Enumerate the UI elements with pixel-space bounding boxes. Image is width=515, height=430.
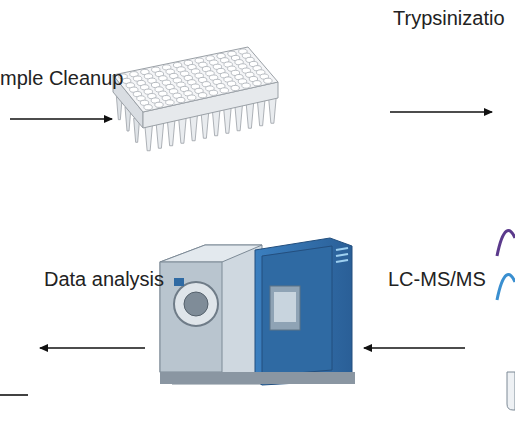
ms-light bbox=[336, 254, 348, 256]
step-label: mple Cleanup bbox=[0, 66, 123, 90]
mass-spectrometer bbox=[160, 238, 355, 385]
ms-cabinet bbox=[255, 238, 352, 385]
plate-well bbox=[177, 97, 185, 102]
flow-arrow bbox=[10, 118, 112, 120]
plate-well bbox=[220, 88, 228, 93]
plate-well bbox=[264, 78, 272, 83]
ms-light bbox=[336, 260, 348, 262]
flow-arrow bbox=[390, 111, 492, 113]
ms-light bbox=[336, 248, 348, 250]
plate-well bbox=[155, 102, 163, 107]
ms-part bbox=[174, 278, 184, 286]
plate-well bbox=[144, 105, 152, 110]
ms-window-glass bbox=[274, 292, 296, 322]
plate-well bbox=[166, 100, 174, 105]
ms-body bbox=[160, 245, 262, 384]
plate-well bbox=[231, 85, 239, 90]
well-plate bbox=[113, 47, 278, 151]
flow-arrow bbox=[364, 347, 465, 349]
step-label: Trypsinizatio bbox=[393, 6, 505, 30]
chromatogram-peak bbox=[497, 275, 515, 300]
ms-window bbox=[270, 286, 300, 330]
ms-front bbox=[160, 262, 222, 372]
plate-well bbox=[253, 81, 261, 86]
plate-well bbox=[188, 95, 196, 100]
ms-source-core bbox=[184, 292, 208, 316]
ms-door bbox=[262, 246, 332, 376]
step-label: Data analysis bbox=[44, 267, 164, 291]
flow-arrow bbox=[40, 347, 145, 349]
ms-base bbox=[160, 372, 355, 384]
chromatogram-peak bbox=[497, 231, 515, 256]
plate-front bbox=[143, 82, 278, 128]
sample-vial bbox=[507, 372, 515, 410]
plate-well bbox=[242, 83, 250, 88]
step-label: LC-MS/MS bbox=[388, 267, 486, 291]
ms-top bbox=[160, 245, 262, 262]
plate-well bbox=[198, 93, 206, 98]
flow-line bbox=[0, 394, 28, 396]
ms-source bbox=[174, 282, 218, 326]
plate-well bbox=[209, 90, 217, 95]
plate-wells bbox=[119, 49, 272, 110]
plate-top bbox=[113, 47, 278, 112]
